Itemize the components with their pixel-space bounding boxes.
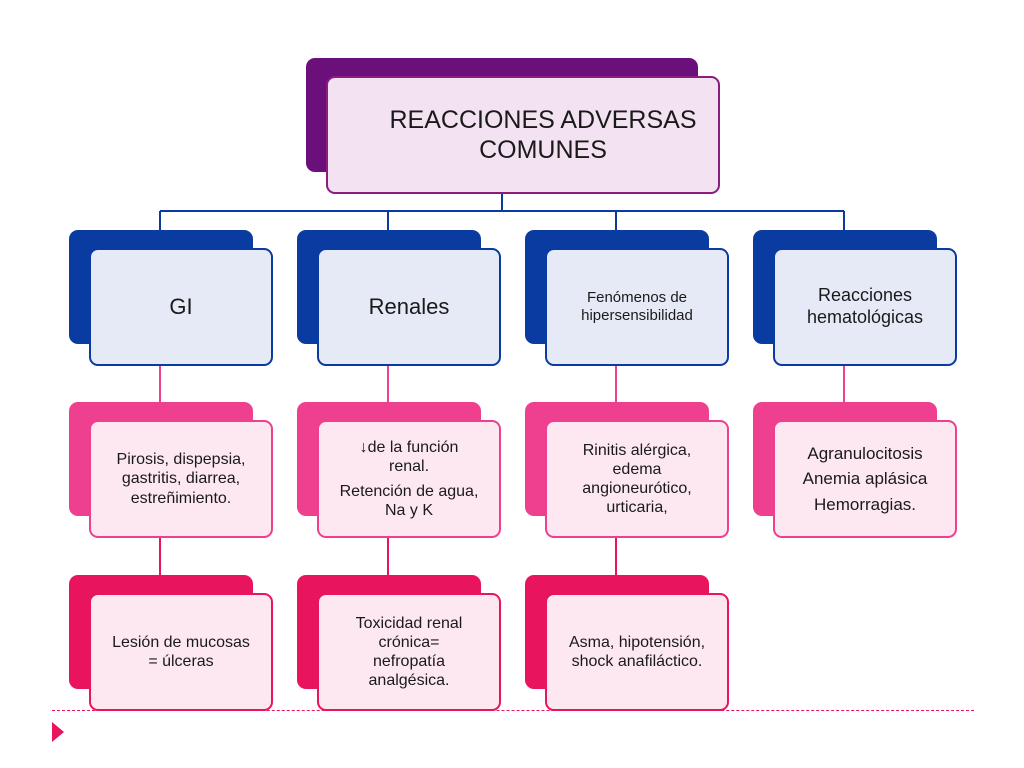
complication-renales-line-2: crónica= bbox=[378, 633, 440, 651]
complication-node-label: Toxicidad renal crónica= nefropatía anal… bbox=[317, 593, 501, 711]
complication-node-label: Lesión de mucosas = úlceras bbox=[89, 593, 273, 711]
category-node-label: Fenómenos de hipersensibilidad bbox=[545, 248, 729, 366]
effects-hemato-line-3: Hemorragias. bbox=[813, 494, 917, 514]
effects-node-label: Pirosis, dispepsia, gastritis, diarrea, … bbox=[89, 420, 273, 538]
effects-hemato-line-1: Agranulocitosis bbox=[807, 443, 923, 463]
effects-node-label: Rinitis alérgica, edema angioneurótico, … bbox=[545, 420, 729, 538]
effects-renales-line-1: ↓de la función bbox=[359, 438, 459, 456]
complication-renales-line-1: Toxicidad renal bbox=[355, 614, 463, 632]
category-hiper-line-1: Fenómenos de bbox=[586, 289, 688, 306]
category-node-label: Renales bbox=[317, 248, 501, 366]
complication-hiper-line-2: shock anafiláctico. bbox=[571, 653, 703, 670]
effects-hiper-line-2: edema bbox=[612, 460, 662, 478]
effects-gi-line-1: Pirosis, dispepsia, bbox=[116, 451, 246, 469]
category-hiper-line-2: hipersensibilidad bbox=[581, 307, 693, 324]
category-node-label: GI bbox=[89, 248, 273, 366]
effects-renales-line-3: Retención de agua, bbox=[339, 483, 479, 500]
root-line-1: REACCIONES ADVERSAS bbox=[389, 106, 697, 134]
effects-gi-line-2: gastritis, diarrea, bbox=[121, 470, 241, 488]
root-line-2: COMUNES bbox=[479, 136, 607, 164]
effects-node-label: ↓de la función renal. Retención de agua,… bbox=[317, 420, 501, 538]
complication-gi-line-1: Lesión de mucosas bbox=[112, 633, 250, 651]
complication-renales-line-4: analgésica. bbox=[368, 672, 450, 690]
effects-renales-line-4: Na y K bbox=[384, 502, 433, 520]
effects-hiper-line-4: urticaria, bbox=[606, 499, 668, 517]
footer-dashed-divider bbox=[52, 710, 974, 711]
effects-hiper-line-1: Rinitis alérgica, bbox=[582, 441, 692, 459]
complication-hiper-line-1: Asma, hipotensión, bbox=[568, 633, 706, 651]
category-hemato-line-1: Reacciones bbox=[817, 285, 913, 306]
footer-arrow-icon bbox=[52, 722, 64, 742]
complication-gi-line-2: = úlceras bbox=[148, 653, 214, 670]
complication-node-label: Asma, hipotensión, shock anafiláctico. bbox=[545, 593, 729, 711]
effects-gi-line-3: estreñimiento. bbox=[130, 489, 232, 507]
effects-hiper-line-3: angioneurótico, bbox=[582, 480, 692, 497]
category-gi-line-1: GI bbox=[169, 293, 193, 319]
category-node-label: Reacciones hematológicas bbox=[773, 248, 957, 366]
root-node-label: REACCIONES ADVERSAS COMUNES bbox=[326, 76, 720, 194]
effects-node-label: Agranulocitosis Anemia aplásica Hemorrag… bbox=[773, 420, 957, 538]
effects-renales-line-2: renal. bbox=[388, 457, 430, 475]
category-hemato-line-2: hematológicas bbox=[806, 307, 924, 327]
complication-renales-line-3: nefropatía bbox=[372, 653, 446, 670]
category-renales-line-1: Renales bbox=[368, 293, 450, 319]
effects-hemato-line-2: Anemia aplásica bbox=[802, 469, 928, 489]
